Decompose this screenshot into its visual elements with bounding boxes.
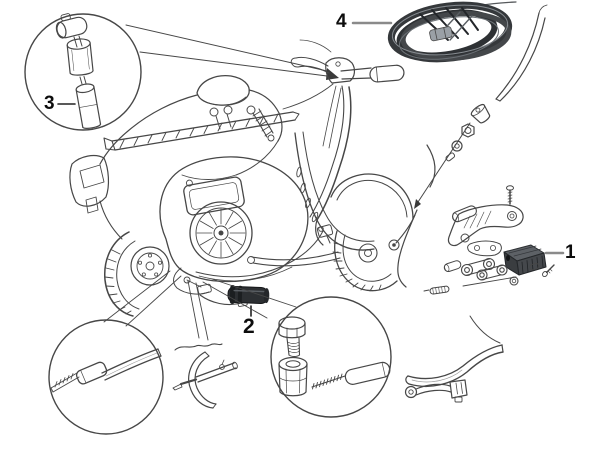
callout-label-4: 4 xyxy=(336,11,347,32)
cable-guide-hook xyxy=(172,343,238,409)
part-1-clutch-lever-hardware xyxy=(423,185,565,295)
hardware-cone-nut-washer xyxy=(414,103,491,209)
control-rods xyxy=(404,315,504,403)
detail-circle-cable-adjuster xyxy=(24,13,142,131)
install-arrow xyxy=(414,199,421,209)
engine xyxy=(130,156,341,307)
rear-tire xyxy=(104,231,140,317)
detail-leader-lines xyxy=(103,270,297,341)
saddle xyxy=(196,75,250,130)
detail-circle-bolt-and-nut xyxy=(270,296,392,418)
cable-with-spring-end xyxy=(311,361,391,390)
brake-rod-tip xyxy=(495,4,548,102)
callout-wedge-lines xyxy=(125,24,339,80)
cable-adjuster-sleeve xyxy=(66,38,94,76)
callout-label-3: 3 xyxy=(44,93,55,114)
knurled-block xyxy=(503,244,547,276)
detail-circle-cable-end xyxy=(48,319,164,435)
scooter-illustration xyxy=(69,39,416,317)
callout-label-1: 1 xyxy=(565,242,576,263)
front-wheel xyxy=(330,173,416,292)
barrel-nut xyxy=(278,356,308,397)
rear-body xyxy=(69,89,283,240)
handlebar xyxy=(290,39,405,84)
footboard-rail xyxy=(103,111,300,151)
cable-outer-sleeve xyxy=(75,83,102,129)
part-4-cable-kit xyxy=(351,1,517,63)
rear-shock xyxy=(246,105,275,142)
legshield xyxy=(282,83,352,246)
chain-links xyxy=(460,257,508,281)
cable-barrel xyxy=(55,13,88,39)
callout-label-2: 2 xyxy=(243,315,255,338)
hex-bolt xyxy=(278,316,306,357)
cable-arcs xyxy=(397,144,436,288)
part-2-rubber-boot xyxy=(227,284,270,304)
